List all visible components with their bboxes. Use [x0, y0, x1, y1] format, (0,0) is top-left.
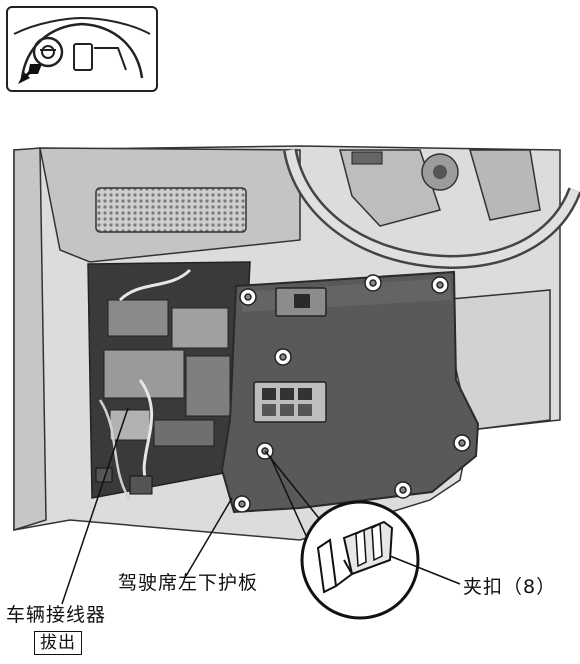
dashboard-locator-icon — [13, 16, 151, 84]
clip — [394, 481, 412, 499]
steering-wheel — [283, 148, 580, 270]
locator-inset — [6, 6, 158, 92]
clip-detail-callout — [264, 450, 420, 620]
clip — [453, 434, 471, 452]
clip — [431, 276, 449, 294]
vehicle-connector-label: 车辆接线器 — [6, 604, 107, 626]
panel-clips — [233, 274, 471, 513]
clip-label: 夹扣（8） — [463, 576, 557, 598]
clip — [274, 348, 292, 366]
disconnect-label: 拔出 — [34, 631, 82, 655]
clip — [233, 495, 251, 513]
lower-panel-label: 驾驶席左下护板 — [118, 572, 259, 594]
leader-lines — [61, 407, 461, 605]
clip — [364, 274, 382, 292]
clip — [239, 288, 257, 306]
lower-panel — [220, 270, 480, 514]
